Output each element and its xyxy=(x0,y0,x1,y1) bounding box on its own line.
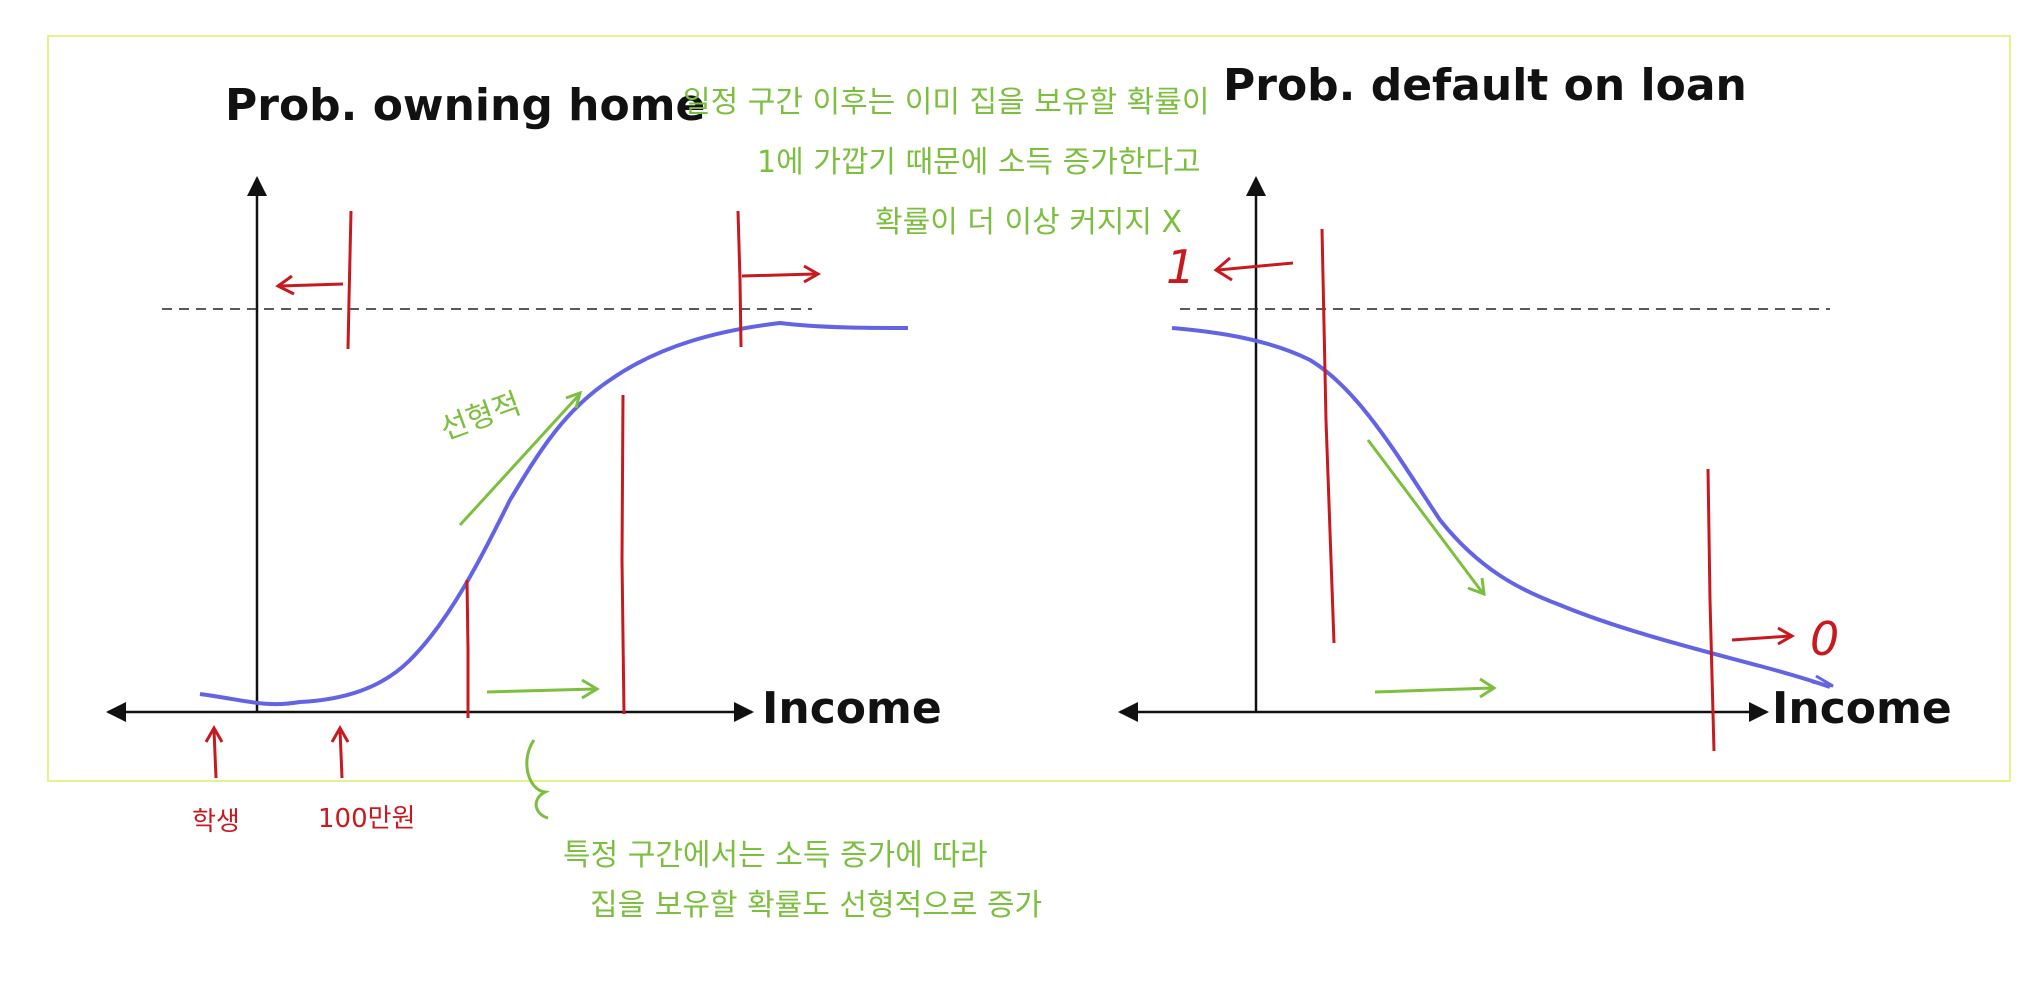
left-red-marker-2 xyxy=(736,210,743,348)
left-red-marker-4 xyxy=(620,394,626,715)
right-x-axis-label: Income xyxy=(1772,683,1952,734)
arrow-icon xyxy=(204,724,224,779)
bottom-note-line-2: 집을 보유할 확률도 선형적으로 증가 xyxy=(590,888,1042,923)
right-panel: Prob. default on loan Income 1 0 xyxy=(1118,60,1952,752)
left-panel: Prob. owning home Income 학 xyxy=(106,80,1209,923)
top-note-line-1: 일정 구간 이후는 이미 집을 보유할 확률이 xyxy=(683,85,1209,120)
arrow-icon xyxy=(486,678,600,700)
arrow-icon xyxy=(458,390,583,527)
arrow-icon xyxy=(1731,626,1796,646)
bottom-note-line-1: 특정 구간에서는 소득 증가에 따라 xyxy=(563,838,988,873)
zero-label: 0 xyxy=(1810,612,1839,666)
arrow-icon xyxy=(275,274,344,296)
income-100-label: 100만원 xyxy=(318,804,415,834)
arrow-icon xyxy=(741,264,822,284)
arrow-icon xyxy=(1213,256,1294,282)
top-note-line-2: 1에 가깝기 때문에 소득 증가한다고 xyxy=(757,145,1201,180)
left-sigmoid-curve xyxy=(199,320,909,707)
right-red-marker-2 xyxy=(1706,468,1716,752)
arrow-icon xyxy=(330,724,350,779)
arrow-icon xyxy=(1811,674,1834,688)
slide-frame xyxy=(47,35,2011,782)
right-decreasing-curve xyxy=(1171,326,1831,689)
left-panel-title: Prob. owning home xyxy=(225,80,705,131)
top-note-line-3: 확률이 더 이상 커지지 X xyxy=(875,205,1182,240)
left-red-marker-1 xyxy=(346,210,353,350)
arrow-icon xyxy=(1366,439,1486,597)
right-panel-title: Prob. default on loan xyxy=(1223,60,1747,111)
bottom-note-pointer xyxy=(525,739,550,820)
arrow-icon xyxy=(1374,677,1497,699)
one-label: 1 xyxy=(1166,240,1195,294)
student-label: 학생 xyxy=(192,807,240,837)
left-red-marker-3 xyxy=(465,579,470,718)
right-red-marker-1 xyxy=(1320,228,1336,644)
left-x-axis-label: Income xyxy=(762,683,942,734)
linear-label: 선형적 xyxy=(436,386,526,447)
